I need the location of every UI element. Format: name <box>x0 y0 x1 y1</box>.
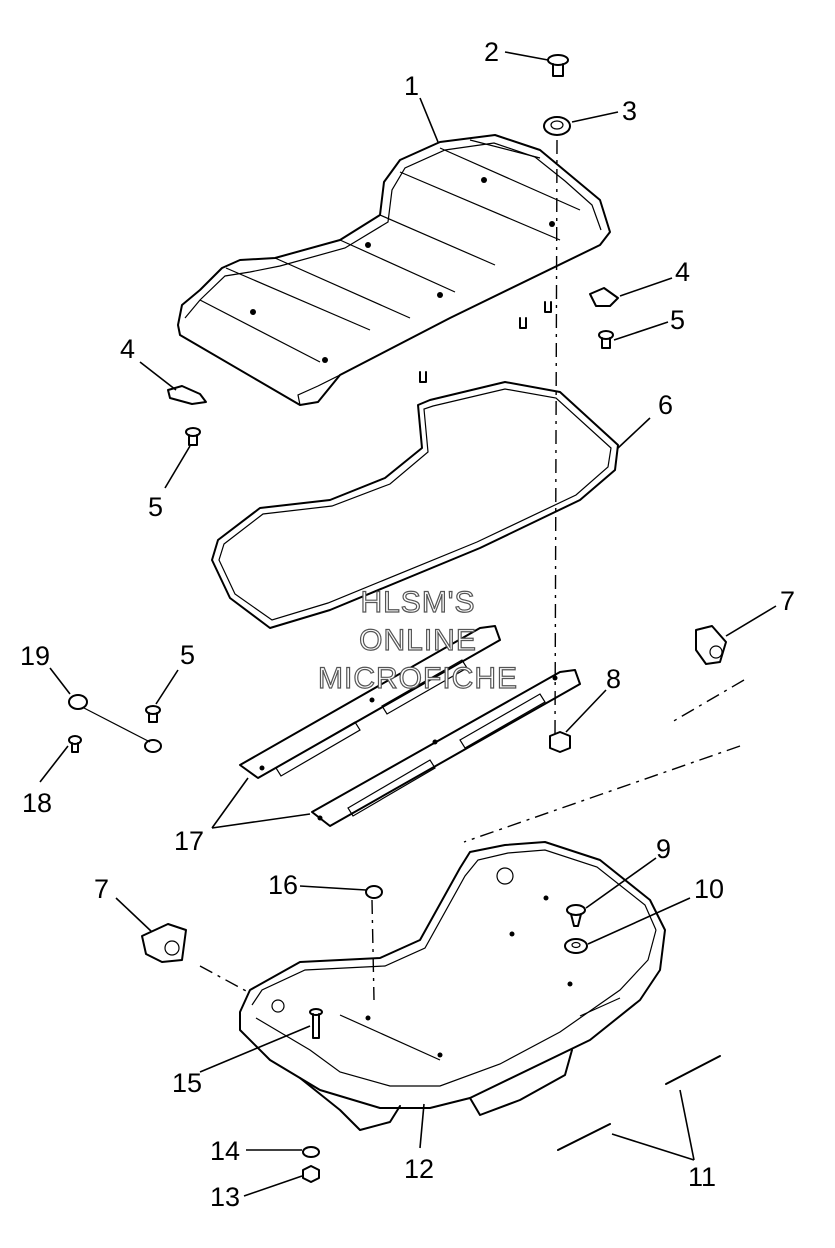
callout-5-lower: 5 <box>180 640 195 670</box>
callout-18: 18 <box>22 788 52 818</box>
callout-12: 12 <box>404 1154 434 1184</box>
rod-11 <box>557 1055 721 1151</box>
screw-18 <box>68 735 82 753</box>
screw-5-right <box>598 330 614 349</box>
seat-base-part <box>239 841 666 1131</box>
leader-lines <box>39 51 777 1197</box>
strap-19 <box>68 694 162 753</box>
clip-3 <box>543 116 571 136</box>
watermark-line-2: ONLINE <box>359 624 477 657</box>
callout-2: 2 <box>484 37 499 67</box>
callout-4-right: 4 <box>675 257 690 287</box>
assembly-lines <box>199 139 745 1001</box>
callout-17: 17 <box>174 826 204 856</box>
lock-7-right <box>695 625 727 665</box>
latch-4-right <box>589 287 619 307</box>
nut-8 <box>549 731 571 753</box>
callout-8: 8 <box>606 664 621 694</box>
nut-13 <box>302 1165 320 1183</box>
callout-16: 16 <box>268 870 298 900</box>
callout-5-left: 5 <box>148 492 163 522</box>
callout-labels: 1 2 3 4 5 4 5 6 7 8 5 19 18 17 9 10 7 16… <box>20 37 795 1212</box>
bolt-15 <box>309 1008 323 1039</box>
callout-4-left: 4 <box>120 334 135 364</box>
callout-1: 1 <box>404 71 419 101</box>
screw-5-lower <box>145 705 161 723</box>
watermark-line-3: MICROFICHE <box>318 662 518 695</box>
bracket-part <box>239 625 581 827</box>
watermark: HLSM'S ONLINE MICROFICHE <box>317 585 518 695</box>
callout-6: 6 <box>658 390 673 420</box>
latch-4-left <box>167 385 207 405</box>
callout-3: 3 <box>622 96 637 126</box>
callout-5-right: 5 <box>670 305 685 335</box>
washer-14 <box>302 1146 320 1158</box>
screw-2 <box>547 54 569 77</box>
callout-7-right: 7 <box>780 586 795 616</box>
callout-15: 15 <box>172 1068 202 1098</box>
grommet-10 <box>564 938 588 954</box>
callout-9: 9 <box>656 834 671 864</box>
watermark-line-1: HLSM'S <box>360 586 475 619</box>
callout-14: 14 <box>210 1136 240 1166</box>
callout-13: 13 <box>210 1182 240 1212</box>
lock-7-left <box>141 923 187 963</box>
push-rivet-9 <box>566 904 586 927</box>
callout-11: 11 <box>688 1162 716 1192</box>
seal-gasket-part <box>211 381 619 629</box>
callout-7-left: 7 <box>94 874 109 904</box>
callout-19: 19 <box>20 641 50 671</box>
plug-16 <box>365 885 383 899</box>
screw-5-left <box>185 427 201 446</box>
callout-10: 10 <box>694 874 724 904</box>
seat-lid-part <box>177 134 611 406</box>
